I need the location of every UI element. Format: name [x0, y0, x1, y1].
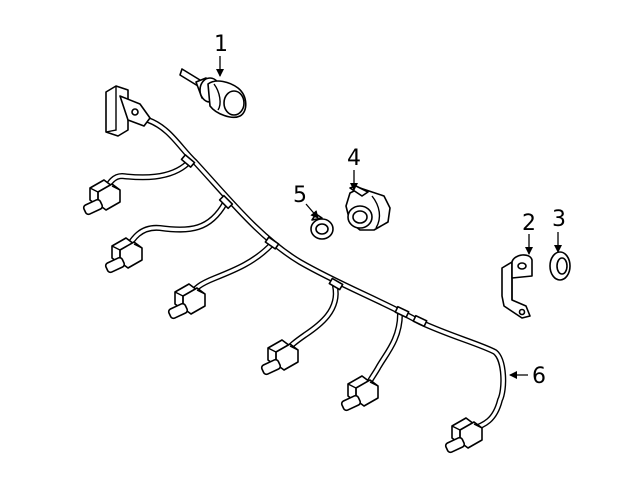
callout-label-4: 4 [347, 146, 361, 171]
callout-label-3: 3 [552, 207, 566, 232]
wiring-harness [81, 85, 507, 455]
callout-4: 4 [347, 146, 361, 191]
sensor-bolt [179, 68, 247, 119]
callout-label-6: 6 [532, 364, 546, 389]
mounting-bracket [501, 254, 533, 319]
retainer-ring [310, 213, 334, 240]
parking-sensor [345, 185, 391, 231]
callout-label-5: 5 [293, 183, 307, 208]
callout-5: 5 [293, 183, 319, 219]
callouts: 1 2 3 4 5 6 [214, 32, 566, 389]
callout-6: 6 [509, 364, 546, 389]
callout-label-2: 2 [522, 211, 536, 236]
callout-2: 2 [522, 211, 536, 255]
callout-3: 3 [552, 207, 566, 253]
callout-label-1: 1 [214, 32, 228, 57]
grommet-ring [549, 251, 571, 281]
callout-1: 1 [214, 32, 228, 77]
